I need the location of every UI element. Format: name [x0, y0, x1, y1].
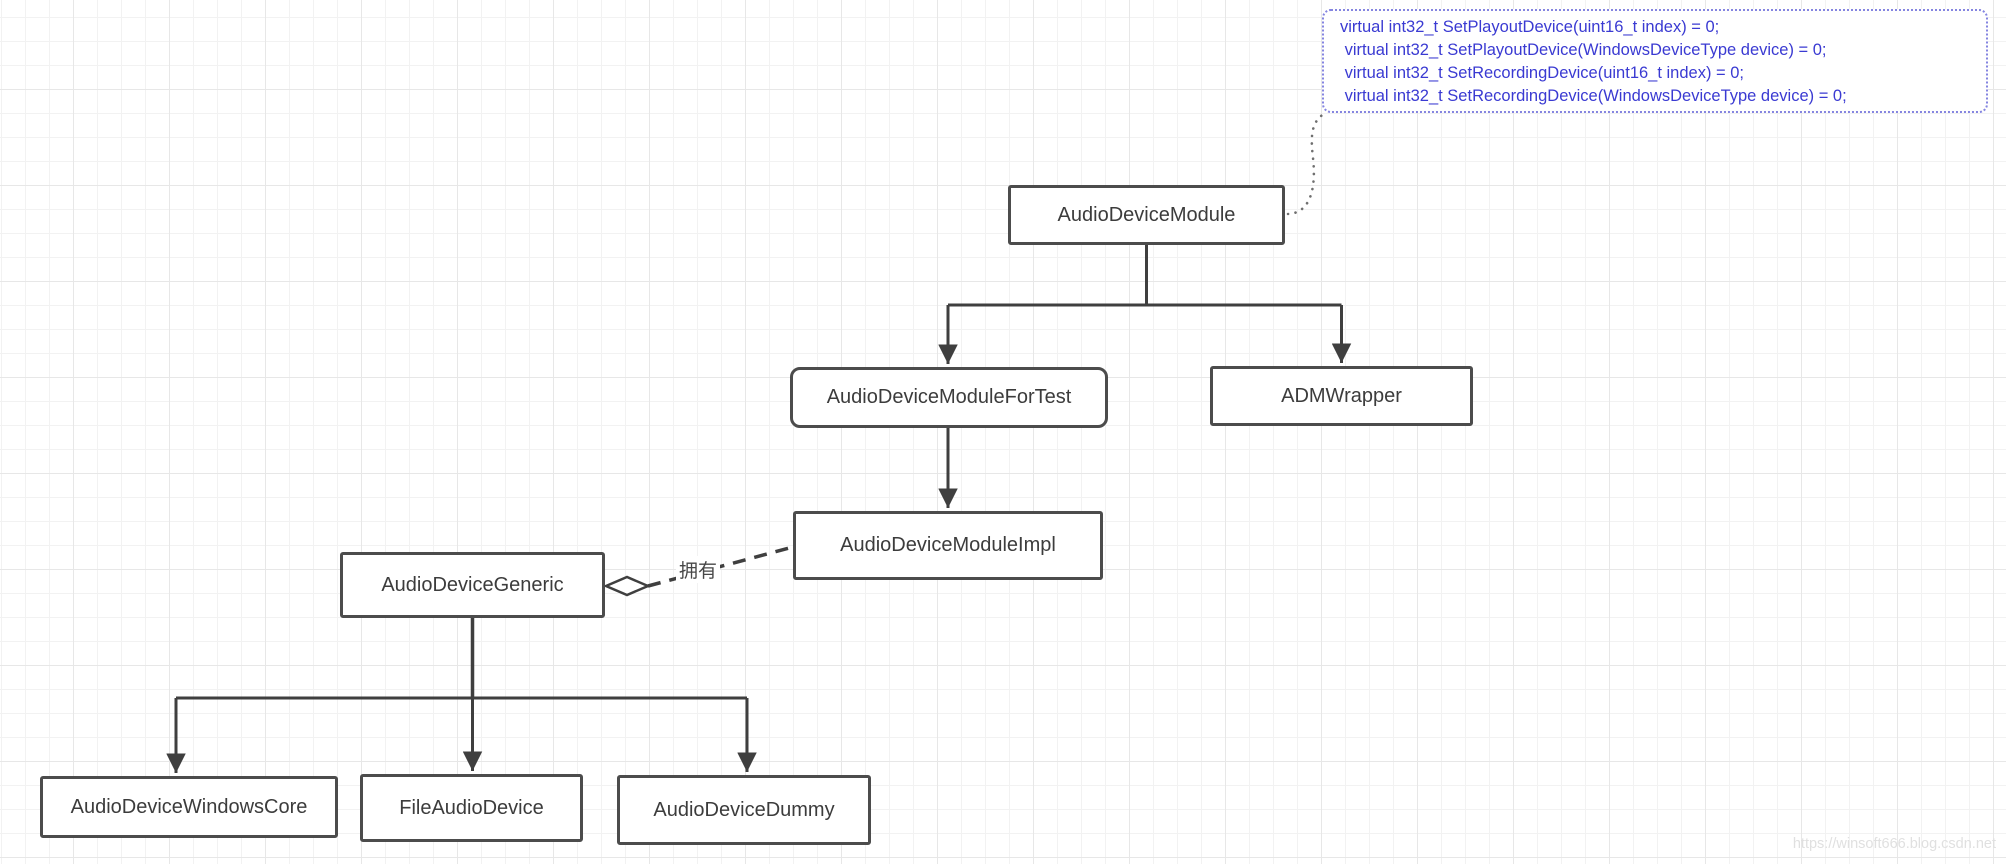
code-note: virtual int32_t SetPlayoutDevice(uint16_…	[1322, 9, 1988, 113]
class-node-audio-device-dummy: AudioDeviceDummy	[617, 775, 871, 845]
aggregation-edge-label: 拥有	[676, 556, 721, 583]
class-node-audio-device-windows-core: AudioDeviceWindowsCore	[40, 776, 338, 838]
class-node-label: AudioDeviceModule	[1057, 203, 1236, 226]
class-node-label: AudioDeviceModuleImpl	[840, 534, 1056, 556]
aggregation-diamond-icon	[602, 575, 652, 597]
class-node-audio-device-module-for-test: AudioDeviceModuleForTest	[790, 367, 1108, 428]
class-node-label: FileAudioDevice	[399, 796, 544, 819]
class-node-label: AudioDeviceDummy	[653, 798, 835, 821]
class-node-file-audio-device: FileAudioDevice	[360, 774, 583, 842]
code-note-line: virtual int32_t SetRecordingDevice(uint1…	[1340, 64, 1745, 82]
edge-aggregation-dashed	[647, 545, 794, 588]
watermark-text: https://winsoft666.blog.csdn.net	[1792, 836, 1996, 852]
class-node-audio-device-generic: AudioDeviceGeneric	[340, 552, 605, 618]
class-node-label: ADMWrapper	[1281, 384, 1402, 407]
code-note-line: virtual int32_t SetPlayoutDevice(Windows…	[1340, 41, 1827, 59]
class-node-audio-device-module: AudioDeviceModule	[1008, 185, 1285, 245]
code-note-line: virtual int32_t SetPlayoutDevice(uint16_…	[1340, 18, 1720, 36]
code-note-line: virtual int32_t SetRecordingDevice(Windo…	[1340, 87, 1847, 105]
class-node-audio-device-module-impl: AudioDeviceModuleImpl	[793, 511, 1103, 580]
note-dotted-connector	[1286, 110, 1329, 216]
class-node-label: AudioDeviceGeneric	[381, 573, 564, 596]
class-node-label: AudioDeviceWindowsCore	[70, 795, 308, 818]
class-node-label: AudioDeviceModuleForTest	[826, 386, 1072, 408]
class-node-adm-wrapper: ADMWrapper	[1210, 366, 1473, 426]
